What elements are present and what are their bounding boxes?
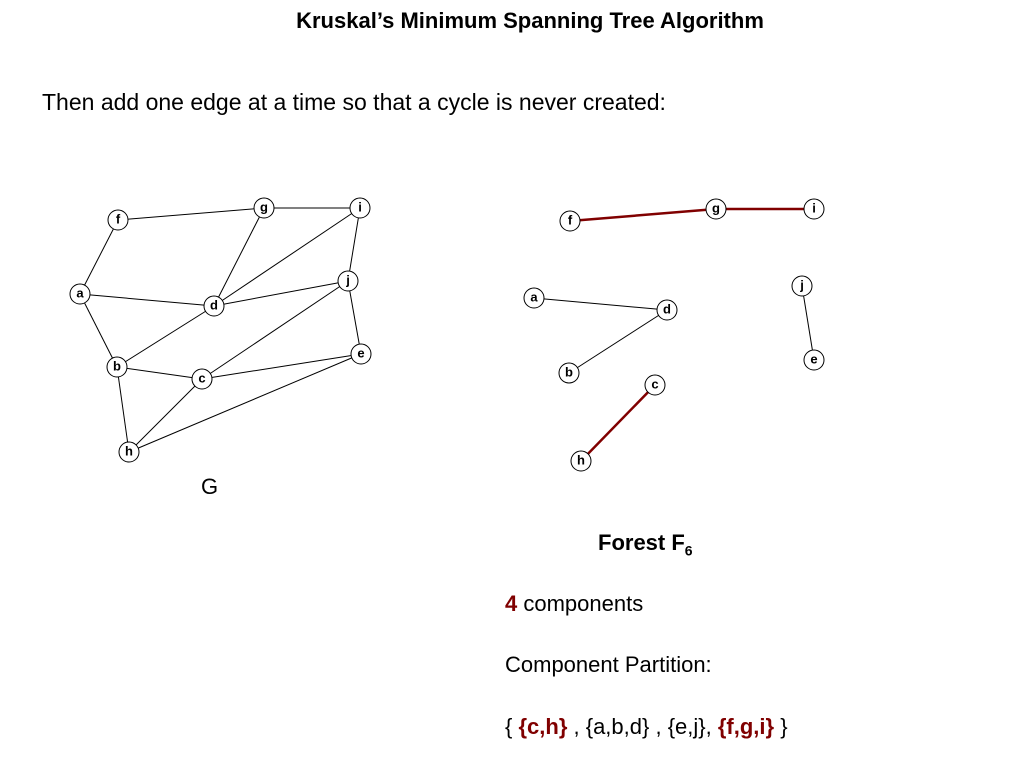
forest-node-j: j <box>791 275 813 297</box>
graph-g-node-label-b: b <box>113 359 121 374</box>
page-title: Kruskal’s Minimum Spanning Tree Algorith… <box>296 8 764 33</box>
graph-g-label: G <box>201 474 219 499</box>
forest-node-i: i <box>803 198 825 220</box>
graph-g-node-c: c <box>191 368 213 390</box>
graph-g-nodes: f g i a d j b c e h <box>69 197 372 463</box>
component-partition-label: Component Partition: <box>505 652 712 677</box>
component-partition: { {c,h} , {a,b,d} , {e,j}, {f,g,i} } <box>505 714 788 739</box>
forest-edge-f-g <box>569 207 717 223</box>
graph-g-node-b: b <box>106 356 128 378</box>
graph-g-edge-b-h <box>116 366 130 453</box>
forest-edge-c-h <box>580 384 656 462</box>
graph-g-edge-b-c <box>116 366 203 380</box>
graph-g-edge-f-g <box>117 207 265 221</box>
graph-g-edge-h-e <box>128 353 362 453</box>
graph-g-edge-j-e <box>347 280 362 355</box>
graph-g-edge-g-d <box>213 207 265 307</box>
forest-node-label-g: g <box>712 201 720 216</box>
graph-g-edge-i-j <box>347 207 361 282</box>
forest-title-subscript: 6 <box>684 542 693 559</box>
graph-g-edge-i-d <box>213 207 361 307</box>
graph-g-node-e: e <box>350 343 372 365</box>
graph-g-node-f: f <box>107 209 129 231</box>
forest-node-b: b <box>558 362 580 384</box>
graph-g-node-label-a: a <box>76 286 84 301</box>
instruction-text: Then add one edge at a time so that a cy… <box>42 89 666 115</box>
graph-g-edge-a-b <box>79 293 118 368</box>
forest-node-f: f <box>559 210 581 232</box>
graph-g-edge-c-h <box>128 378 203 453</box>
forest-node-h: h <box>570 450 592 472</box>
forest-node-label-h: h <box>577 453 585 468</box>
graph-g-node-label-i: i <box>358 200 362 215</box>
forest-node-d: d <box>656 299 678 321</box>
forest-nodes: f g i a d j e b c h <box>523 198 825 472</box>
graph-g-node-label-c: c <box>198 371 205 386</box>
forest-node-label-j: j <box>799 278 804 293</box>
graph-g-node-a: a <box>69 283 91 305</box>
component-count-value: 4 <box>505 591 518 616</box>
forest-node-label-i: i <box>812 201 816 216</box>
graph-g-node-label-d: d <box>210 298 218 313</box>
graph-g-edge-j-c <box>201 280 349 380</box>
graph-g-edge-c-e <box>201 353 362 380</box>
forest-node-label-c: c <box>651 377 658 392</box>
graph-g-node-label-f: f <box>116 212 121 227</box>
partition-component-fgi: {f,g,i} <box>717 714 775 739</box>
forest-edges <box>533 207 815 462</box>
graph-g-edge-a-d <box>79 293 215 307</box>
forest-node-label-b: b <box>565 365 573 380</box>
graph-g-edge-d-j <box>213 280 349 307</box>
forest-edge-a-d <box>533 297 668 311</box>
forest-node-label-f: f <box>568 213 573 228</box>
graph-g-node-d: d <box>203 295 225 317</box>
partition-component-ch: {c,h} <box>518 714 568 739</box>
graph-g-node-i: i <box>349 197 371 219</box>
forest-edge-j-e <box>801 285 815 361</box>
forest-node-g: g <box>705 198 727 220</box>
forest-node-c: c <box>644 374 666 396</box>
graph-g-node-h: h <box>118 441 140 463</box>
forest-node-label-e: e <box>810 352 817 367</box>
graph-g-edges <box>79 207 362 453</box>
graph-g-edge-f-a <box>79 219 119 295</box>
forest-node-label-d: d <box>663 302 671 317</box>
forest-node-a: a <box>523 287 545 309</box>
graph-g-node-j: j <box>337 270 359 292</box>
forest-node-e: e <box>803 349 825 371</box>
forest-title: Forest F6 <box>598 530 693 559</box>
graph-g-node-label-j: j <box>345 273 350 288</box>
forest-node-label-a: a <box>530 290 538 305</box>
graph-g-node-label-g: g <box>260 200 268 215</box>
graph-g-node-label-h: h <box>125 444 133 459</box>
component-count: 4 components <box>505 591 644 616</box>
graph-g-node-g: g <box>253 197 275 219</box>
graph-g-node-label-e: e <box>357 346 364 361</box>
graph-g-edge-d-b <box>116 305 215 368</box>
forest-edge-d-b <box>568 309 668 374</box>
